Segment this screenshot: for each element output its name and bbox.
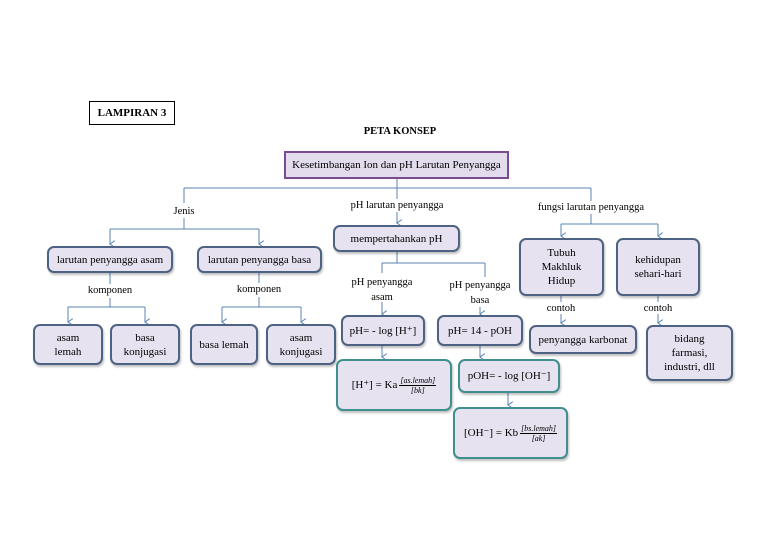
node-ph-asam: pH= - log [H⁺] xyxy=(341,315,425,346)
branch-label-fungsi: fungsi larutan penyangga xyxy=(537,202,645,213)
node-tubuh-makhluk-hidup: Tubuh Makhluk Hidup xyxy=(519,238,604,296)
label-contoh-kehidupan: contoh xyxy=(643,303,673,314)
node-kehidupan-sehari-hari: kehidupan sehari-hari xyxy=(616,238,700,296)
node-penyangga-karbonat: penyangga karbonat xyxy=(529,325,637,354)
lampiran-label: LAMPIRAN 3 xyxy=(89,101,175,125)
oh-formula-num: [bs.lemah] xyxy=(520,423,558,434)
node-poh: pOH= - log [OH⁻] xyxy=(458,359,560,393)
h-formula-fraction: [as.lemah] [bk] xyxy=(399,375,437,395)
node-penyangga-asam: larutan penyangga asam xyxy=(47,246,173,273)
node-mempertahankan-ph: mempertahankan pH xyxy=(333,225,460,252)
label-komponen-basa: komponen xyxy=(236,284,282,295)
node-asam-konjugasi: asam konjugasi xyxy=(266,324,336,365)
h-formula-num: [as.lemah] xyxy=(399,375,437,386)
node-asam-lemah: asam lemah xyxy=(33,324,103,365)
label-komponen-asam: komponen xyxy=(87,285,133,296)
root-node: Kesetimbangan Ion dan pH Larutan Penyang… xyxy=(284,151,509,179)
h-formula-den: [bk] xyxy=(410,385,425,395)
label-ph-penyangga-basa: pH penyangga basa xyxy=(449,280,511,306)
label-ph-penyangga-asam: pH penyangga asam xyxy=(351,277,413,303)
branch-label-jenis: Jenis xyxy=(173,206,195,217)
branch-label-ph: pH larutan penyangga xyxy=(350,200,444,211)
node-basa-lemah: basa lemah xyxy=(190,324,258,365)
page-title: PETA KONSEP xyxy=(363,126,437,137)
label-contoh-tubuh: contoh xyxy=(546,303,576,314)
node-penyangga-basa: larutan penyangga basa xyxy=(197,246,322,273)
node-bidang: bidang farmasi, industri, dll xyxy=(646,325,733,381)
node-ph-basa: pH= 14 - pOH xyxy=(437,315,523,346)
oh-formula-fraction: [bs.lemah] [ak] xyxy=(520,423,558,443)
node-oh-formula: [OH⁻] = Kb [bs.lemah] [ak] xyxy=(453,407,568,459)
oh-formula-den: [ak] xyxy=(531,433,546,443)
h-formula-lhs: [H⁺] = Ka xyxy=(351,379,398,391)
node-basa-konjugasi: basa konjugasi xyxy=(110,324,180,365)
oh-formula-lhs: [OH⁻] = Kb xyxy=(463,427,519,439)
node-h-formula: [H⁺] = Ka [as.lemah] [bk] xyxy=(336,359,452,411)
